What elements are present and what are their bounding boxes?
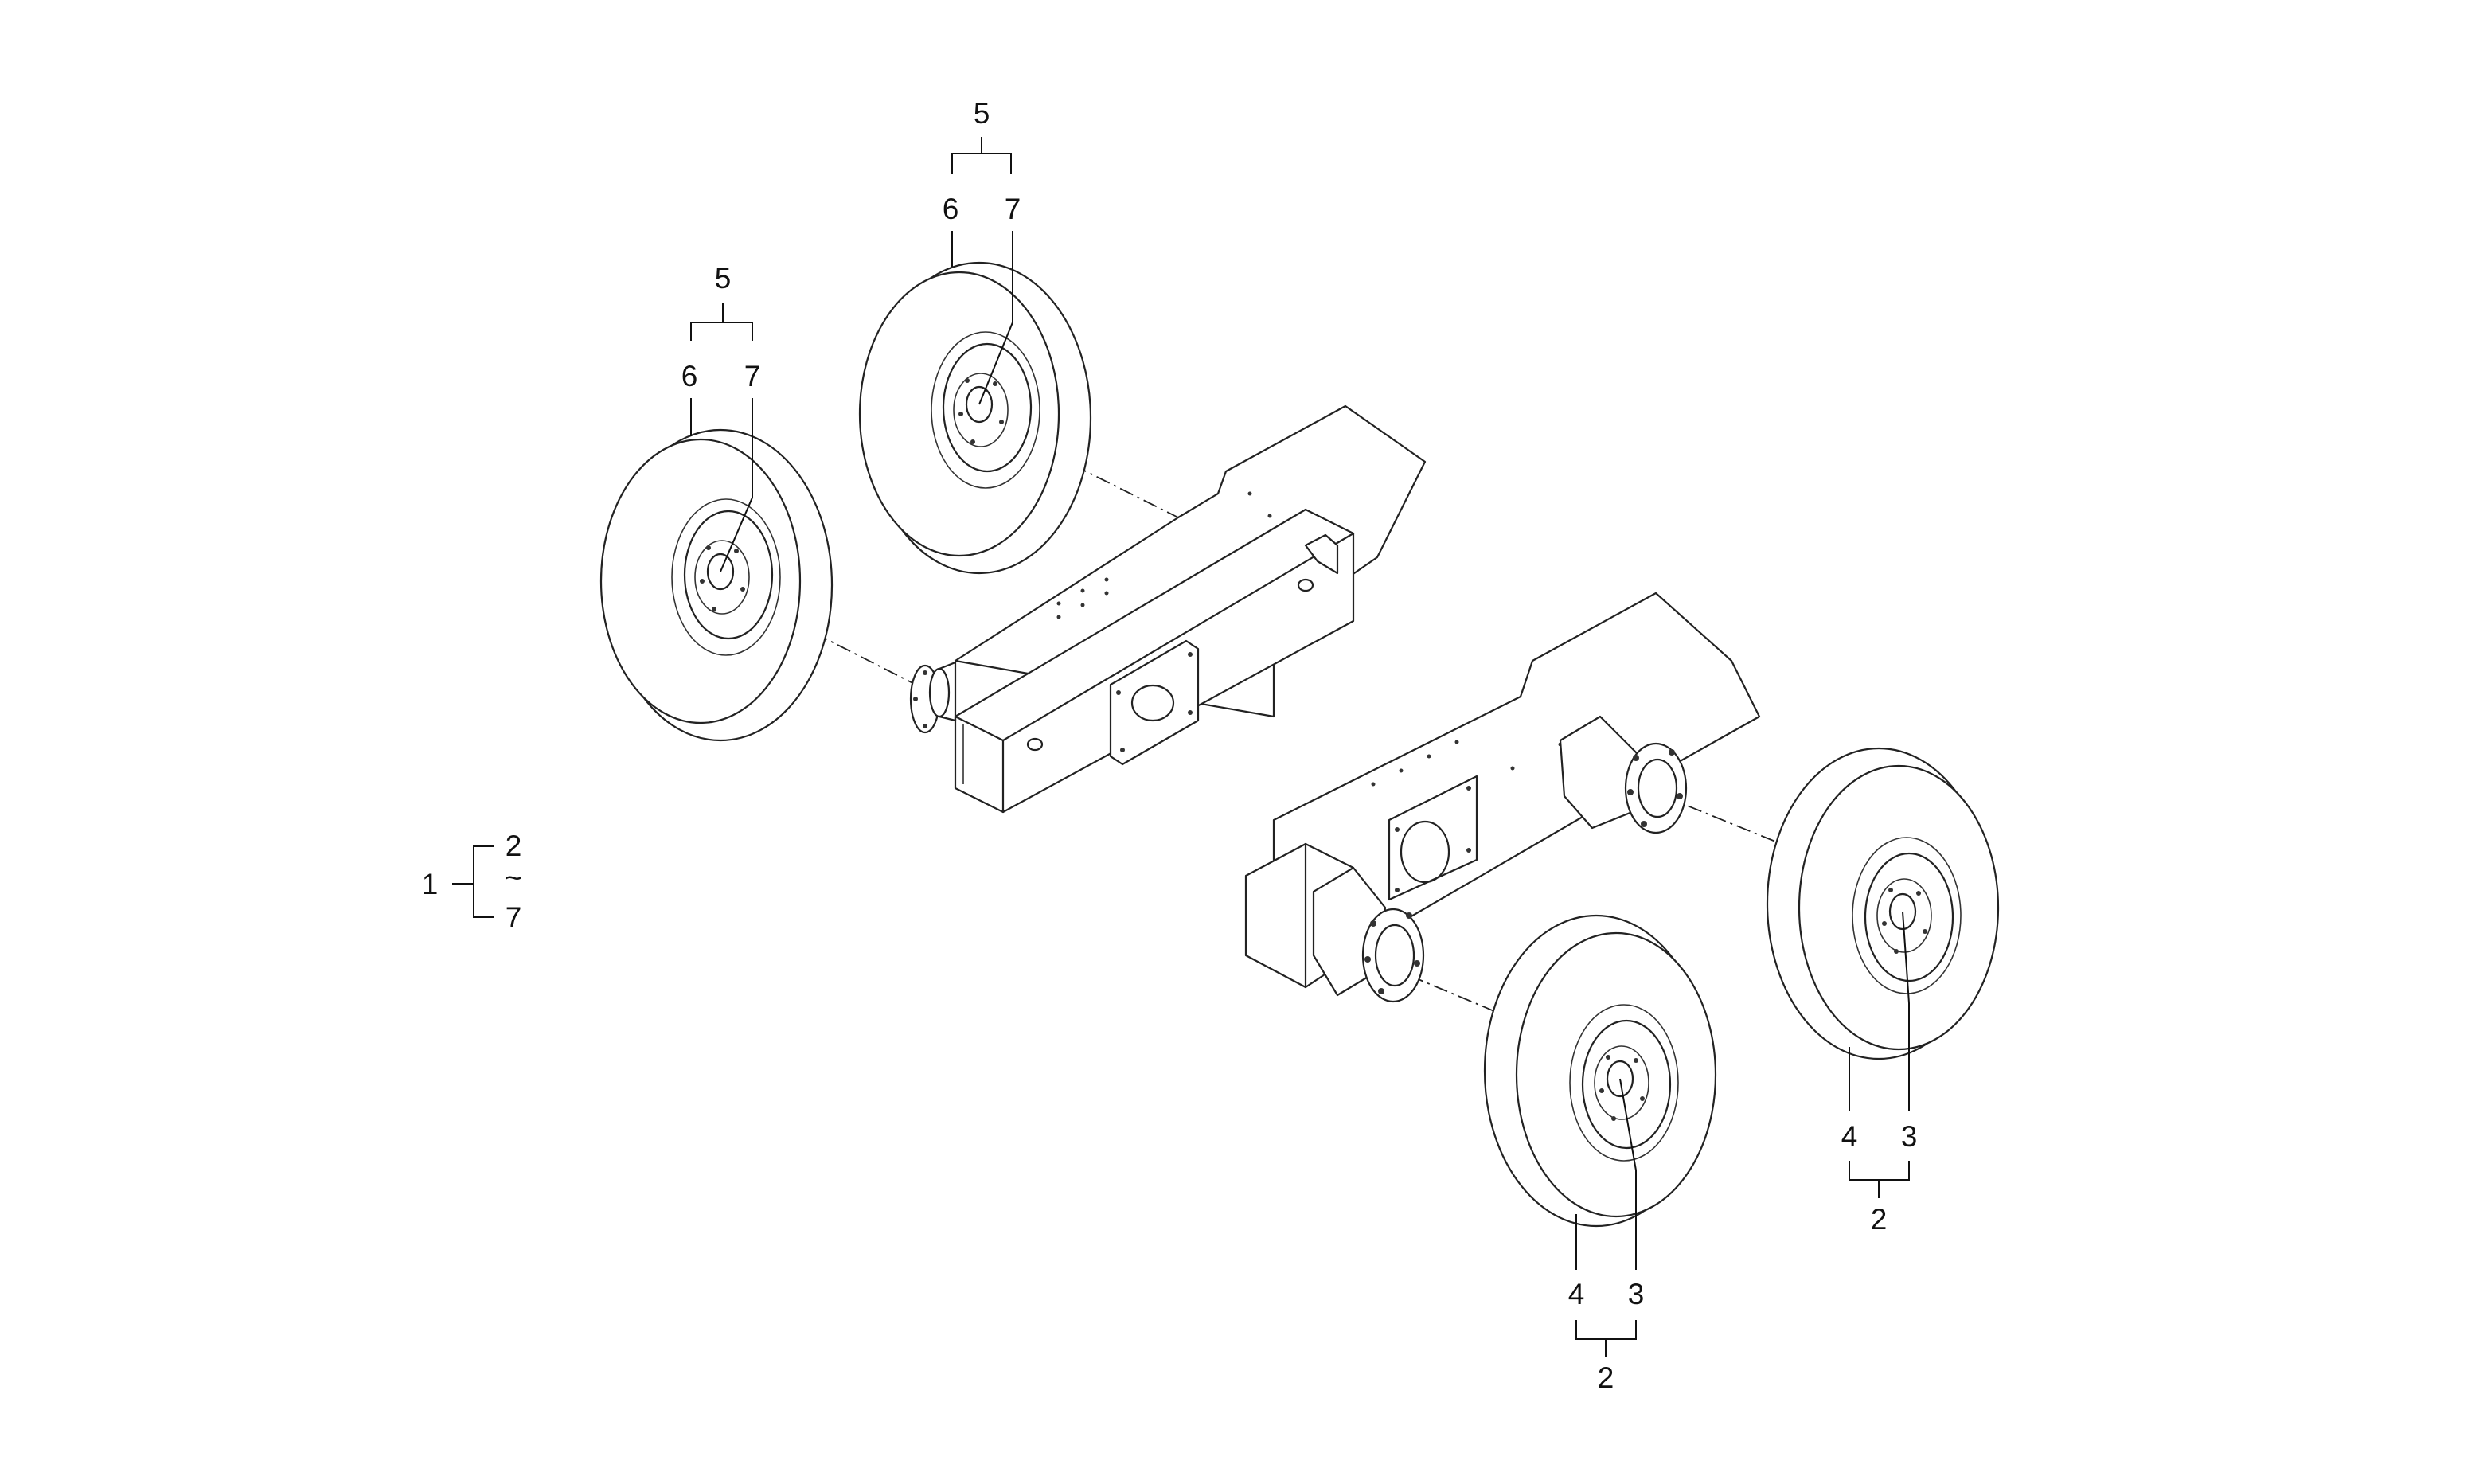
callout-number: 5	[974, 97, 990, 130]
callout-number: 7	[744, 360, 761, 392]
callout-number: 5	[715, 262, 732, 295]
tire-wheel-icon	[858, 261, 1092, 575]
callout-number: 3	[1901, 1120, 1918, 1153]
callout-group-bottom-wheel: 4 3 2	[1568, 1078, 1645, 1394]
callout-tilde: ~	[505, 861, 522, 894]
callout-number: 1	[422, 868, 439, 900]
callout-number: 6	[681, 360, 698, 392]
lower-axle-frame	[1244, 592, 1761, 1003]
upper-axle-frame	[909, 404, 1427, 814]
callout-group-left-wheel: 5 6 7	[681, 262, 761, 572]
callout-number: 2	[1871, 1203, 1888, 1236]
callout-group-right-wheel: 4 3 2	[1841, 911, 1918, 1236]
wheel-hub-icon	[1559, 715, 1688, 834]
callout-number: 6	[943, 193, 959, 225]
callout-group-top-center: 5 6 7	[943, 97, 1021, 405]
callout-number: 3	[1628, 1278, 1645, 1310]
callout-number: 4	[1841, 1120, 1858, 1153]
tire-wheel-icon	[1766, 747, 2000, 1060]
wheel-hub-icon	[1312, 866, 1425, 1003]
callout-assembly-range: 1 2 ~ 7	[422, 830, 522, 934]
tire-wheel-icon	[1483, 914, 1717, 1228]
callout-number: 4	[1568, 1278, 1585, 1310]
tire-wheel-icon	[599, 428, 834, 742]
callout-number: 7	[506, 901, 522, 934]
callout-number: 2	[506, 830, 522, 862]
callout-number: 7	[1005, 193, 1021, 225]
wheel-hub-icon	[909, 661, 957, 734]
callout-number: 2	[1598, 1361, 1614, 1394]
